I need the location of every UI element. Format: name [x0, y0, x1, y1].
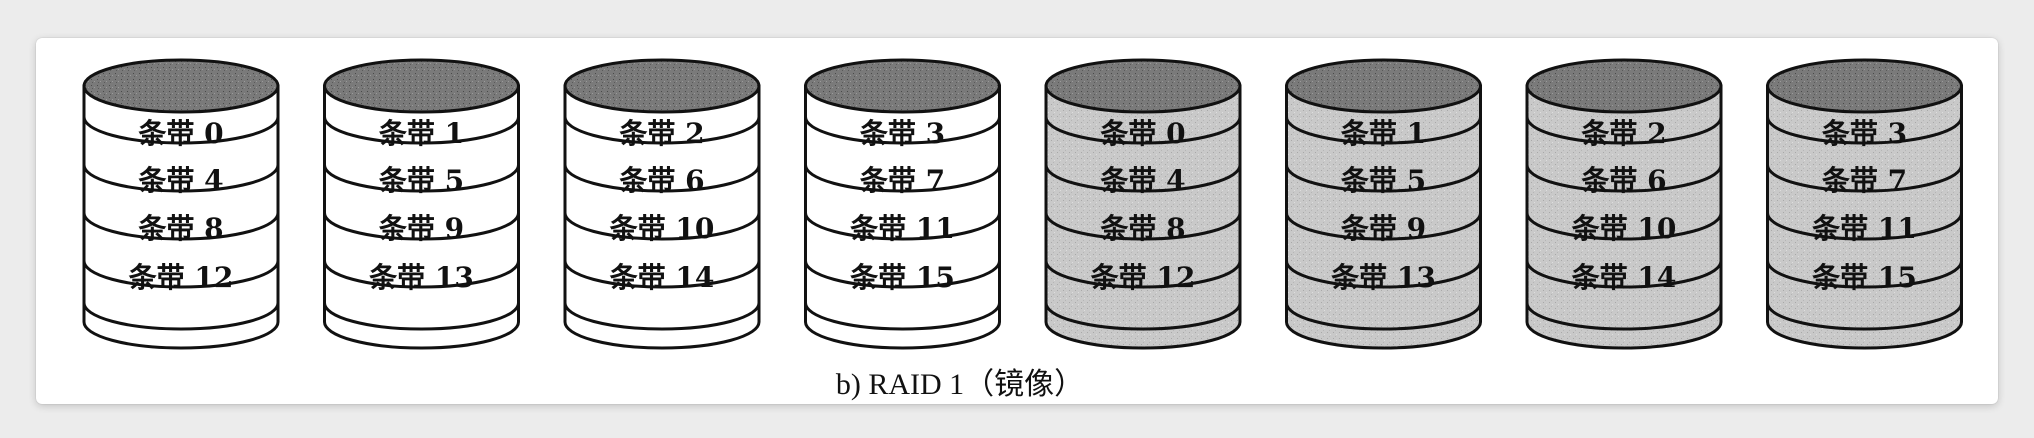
- stripe-label: 条带 13: [1331, 261, 1436, 294]
- stripe-divider: [1285, 260, 1482, 289]
- stripe-divider: [804, 302, 1001, 331]
- stripe-label: 条带 8: [1100, 212, 1185, 245]
- disk-mirror-2: 条带 2 条带 6 条带 10 条带 14: [1525, 58, 1723, 350]
- disk-data-3: 条带 3 条带 7 条带 11 条带 15: [804, 58, 1001, 350]
- stripe-divider: [1044, 260, 1242, 289]
- stripe-divider: [563, 260, 761, 289]
- stripe-label: 条带 9: [379, 212, 464, 245]
- stripe-divider: [1766, 116, 1963, 145]
- stripe-divider: [1044, 116, 1242, 145]
- stripe-label: 条带 1: [1341, 117, 1426, 150]
- figure-caption: b) RAID 1（镜像）: [836, 368, 1084, 401]
- stripe-divider: [323, 302, 520, 331]
- stripe-divider: [1525, 164, 1723, 193]
- stripe-divider: [1525, 212, 1723, 241]
- disk-top: [1525, 58, 1723, 114]
- stripe-divider: [82, 164, 280, 193]
- disk-top: [323, 58, 520, 114]
- stripe-label: 条带 15: [1812, 261, 1917, 294]
- stripe-label: 条带 4: [1100, 164, 1185, 197]
- stripe-label: 条带 10: [610, 212, 715, 245]
- disk-mirror-0: 条带 0 条带 4 条带 8 条带 12: [1044, 58, 1242, 350]
- stripe-divider: [563, 164, 761, 193]
- stripe-label: 条带 14: [610, 261, 715, 294]
- disk-top: [1766, 58, 1963, 114]
- stripe-divider: [804, 116, 1001, 145]
- stripe-label: 条带 5: [379, 164, 464, 197]
- stripe-divider: [82, 302, 280, 331]
- stripe-label: 条带 10: [1572, 212, 1677, 245]
- stripe-divider: [1525, 302, 1723, 331]
- stripe-divider: [804, 260, 1001, 289]
- stripe-divider: [1285, 116, 1482, 145]
- disk-data-1: 条带 1 条带 5 条带 9 条带 13: [323, 58, 520, 350]
- disk-top: [804, 58, 1001, 114]
- disk-mirror-3: 条带 3 条带 7 条带 11 条带 15: [1766, 58, 1963, 350]
- stripe-label: 条带 7: [1822, 164, 1907, 197]
- stripe-label: 条带 15: [850, 261, 955, 294]
- stripe-divider: [1044, 302, 1242, 331]
- disk-data-2: 条带 2 条带 6 条带 10 条带 14: [563, 58, 761, 350]
- stripe-divider: [563, 212, 761, 241]
- stripe-divider: [1044, 164, 1242, 193]
- stripe-label: 条带 0: [138, 117, 223, 150]
- stripe-divider: [82, 212, 280, 241]
- stripe-divider: [323, 116, 520, 145]
- stripe-divider: [804, 164, 1001, 193]
- stripe-label: 条带 7: [860, 164, 945, 197]
- stripe-label: 条带 4: [138, 164, 223, 197]
- stripe-divider: [323, 260, 520, 289]
- stripe-label: 条带 14: [1572, 261, 1677, 294]
- stripe-label: 条带 3: [860, 117, 945, 150]
- disk-top: [1044, 58, 1242, 114]
- stripe-divider: [804, 212, 1001, 241]
- stripe-divider: [563, 116, 761, 145]
- disk-top: [82, 58, 280, 114]
- disk-top: [563, 58, 761, 114]
- stripe-divider: [1766, 164, 1963, 193]
- stripe-label: 条带 0: [1100, 117, 1185, 150]
- stripe-divider: [82, 260, 280, 289]
- stripe-label: 条带 3: [1822, 117, 1907, 150]
- stripe-divider: [1525, 260, 1723, 289]
- stripe-divider: [1766, 260, 1963, 289]
- stripe-divider: [1766, 212, 1963, 241]
- stripe-label: 条带 13: [369, 261, 474, 294]
- stripe-label: 条带 8: [138, 212, 223, 245]
- stripe-label: 条带 1: [379, 117, 464, 150]
- stripe-label: 条带 6: [619, 164, 704, 197]
- stripe-divider: [1285, 164, 1482, 193]
- stripe-divider: [563, 302, 761, 331]
- disk-mirror-1: 条带 1 条带 5 条带 9 条带 13: [1285, 58, 1482, 350]
- stripe-label: 条带 11: [850, 212, 955, 245]
- stripe-label: 条带 2: [1581, 117, 1666, 150]
- stripe-label: 条带 6: [1581, 164, 1666, 197]
- stripe-divider: [1525, 116, 1723, 145]
- stripe-label: 条带 2: [619, 117, 704, 150]
- stripe-divider: [323, 212, 520, 241]
- stripe-divider: [323, 164, 520, 193]
- stripe-label: 条带 11: [1812, 212, 1917, 245]
- stripe-label: 条带 12: [129, 261, 234, 294]
- stripe-divider: [82, 116, 280, 145]
- stripe-divider: [1285, 302, 1482, 331]
- stripe-divider: [1285, 212, 1482, 241]
- disk-top: [1285, 58, 1482, 114]
- stripe-label: 条带 12: [1091, 261, 1196, 294]
- stripe-divider: [1766, 302, 1963, 331]
- stripe-label: 条带 5: [1341, 164, 1426, 197]
- stripe-label: 条带 9: [1341, 212, 1426, 245]
- stripe-divider: [1044, 212, 1242, 241]
- disk-data-0: 条带 0 条带 4 条带 8 条带 12: [82, 58, 280, 350]
